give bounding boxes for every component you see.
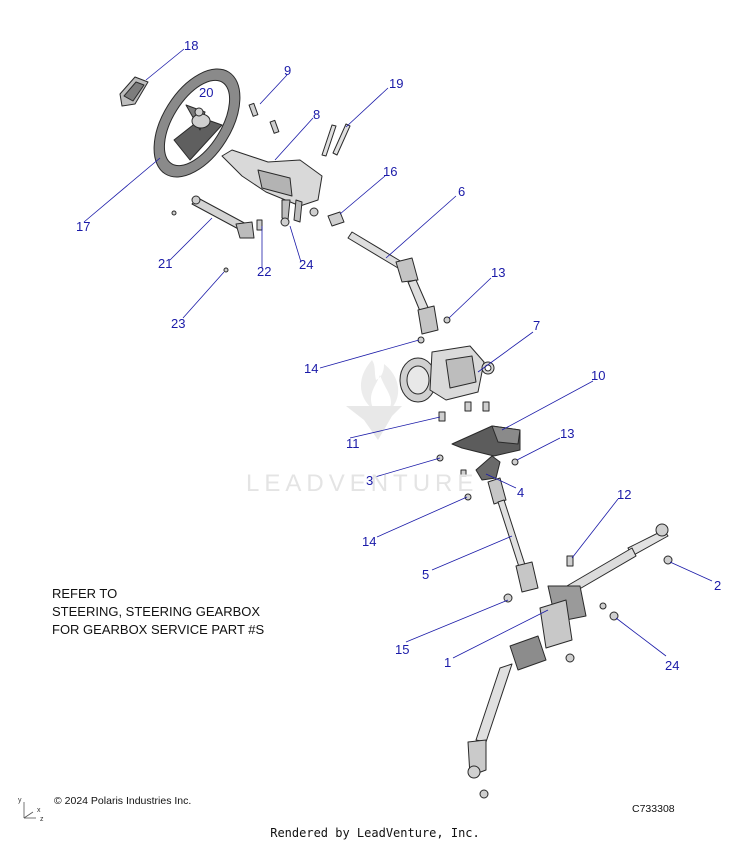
callout-6[interactable]: 6 (458, 184, 466, 199)
callout-5[interactable]: 5 (422, 567, 430, 582)
callout-17[interactable]: 17 (76, 219, 91, 234)
nut-14b-part (464, 493, 472, 501)
service-note: REFER TO STEERING, STEERING GEARBOX FOR … (52, 585, 264, 639)
callout-22[interactable]: 22 (257, 264, 272, 279)
callout-14[interactable]: 14 (304, 361, 319, 376)
bushing-part (327, 211, 345, 227)
gas-strut-part (191, 195, 255, 239)
axis-triad-icon (23, 802, 36, 819)
axis-label-y: y (18, 797, 22, 804)
power-steering-unit-part (399, 345, 495, 403)
tilt-bracket-part (221, 149, 323, 223)
watermark-text: LEADVENTURE (246, 470, 479, 497)
callout-14b[interactable]: 14 (362, 534, 377, 549)
bolt-small-part (460, 469, 467, 477)
callout-15[interactable]: 15 (395, 642, 410, 657)
nut-15-part (503, 593, 513, 603)
callout-11[interactable]: 11 (346, 436, 360, 451)
leader-lines (83, 48, 713, 659)
pin-part (256, 219, 263, 231)
callout-21[interactable]: 21 (158, 256, 173, 271)
service-note-line-1: REFER TO (52, 586, 118, 601)
callout-24[interactable]: 24 (299, 257, 314, 272)
callout-8[interactable]: 8 (313, 107, 321, 122)
nut-part (280, 217, 290, 227)
nut-24c-part (565, 653, 575, 663)
bolt-13-part (443, 316, 451, 324)
horn-cap-part (119, 76, 149, 107)
copyright-text: © 2024 Polaris Industries Inc. (54, 795, 192, 807)
leadventure-flame-logo-icon (346, 360, 402, 440)
mounting-bracket-part (451, 425, 521, 457)
callout-19[interactable]: 19 (389, 76, 404, 91)
callout-18[interactable]: 18 (184, 38, 199, 53)
callout-2[interactable]: 2 (714, 578, 722, 593)
callout-7[interactable]: 7 (533, 318, 541, 333)
callout-13b[interactable]: 13 (560, 426, 575, 441)
center-nut-part (194, 107, 204, 117)
steering-gearbox-part (467, 523, 669, 799)
callout-9[interactable]: 9 (284, 63, 292, 78)
mounting-bolts-part (438, 401, 490, 422)
nut-24-part (599, 602, 607, 610)
service-note-line-3: FOR GEARBOX SERVICE PART #S (52, 622, 265, 637)
steering-bolts-part (248, 102, 280, 134)
callout-10[interactable]: 10 (591, 368, 606, 383)
upper-steering-shaft-part (347, 231, 439, 335)
bolt-13b-part (511, 458, 519, 466)
callout-16[interactable]: 16 (383, 164, 398, 179)
axis-label-z: z (40, 816, 44, 823)
callout-1[interactable]: 1 (444, 655, 452, 670)
callout-23[interactable]: 23 (171, 316, 186, 331)
bolt-12-part (566, 555, 574, 567)
rendered-by-text: Rendered by LeadVenture, Inc. (270, 826, 480, 840)
callout-12[interactable]: 12 (617, 487, 632, 502)
axis-label-x: x (37, 807, 41, 814)
callout-3[interactable]: 3 (366, 473, 374, 488)
callout-24b[interactable]: 24 (665, 658, 680, 673)
figure-id: C733308 (632, 803, 675, 815)
callout-13[interactable]: 13 (491, 265, 506, 280)
service-note-line-2: STEERING, STEERING GEARBOX (52, 604, 261, 619)
long-bolts-part (321, 123, 351, 157)
screw-part (223, 267, 229, 273)
washer-part (171, 210, 177, 216)
callout-20[interactable]: 20 (199, 85, 214, 100)
boot-part (475, 455, 501, 481)
lower-steering-shaft-part (487, 477, 539, 593)
callout-4[interactable]: 4 (517, 485, 525, 500)
